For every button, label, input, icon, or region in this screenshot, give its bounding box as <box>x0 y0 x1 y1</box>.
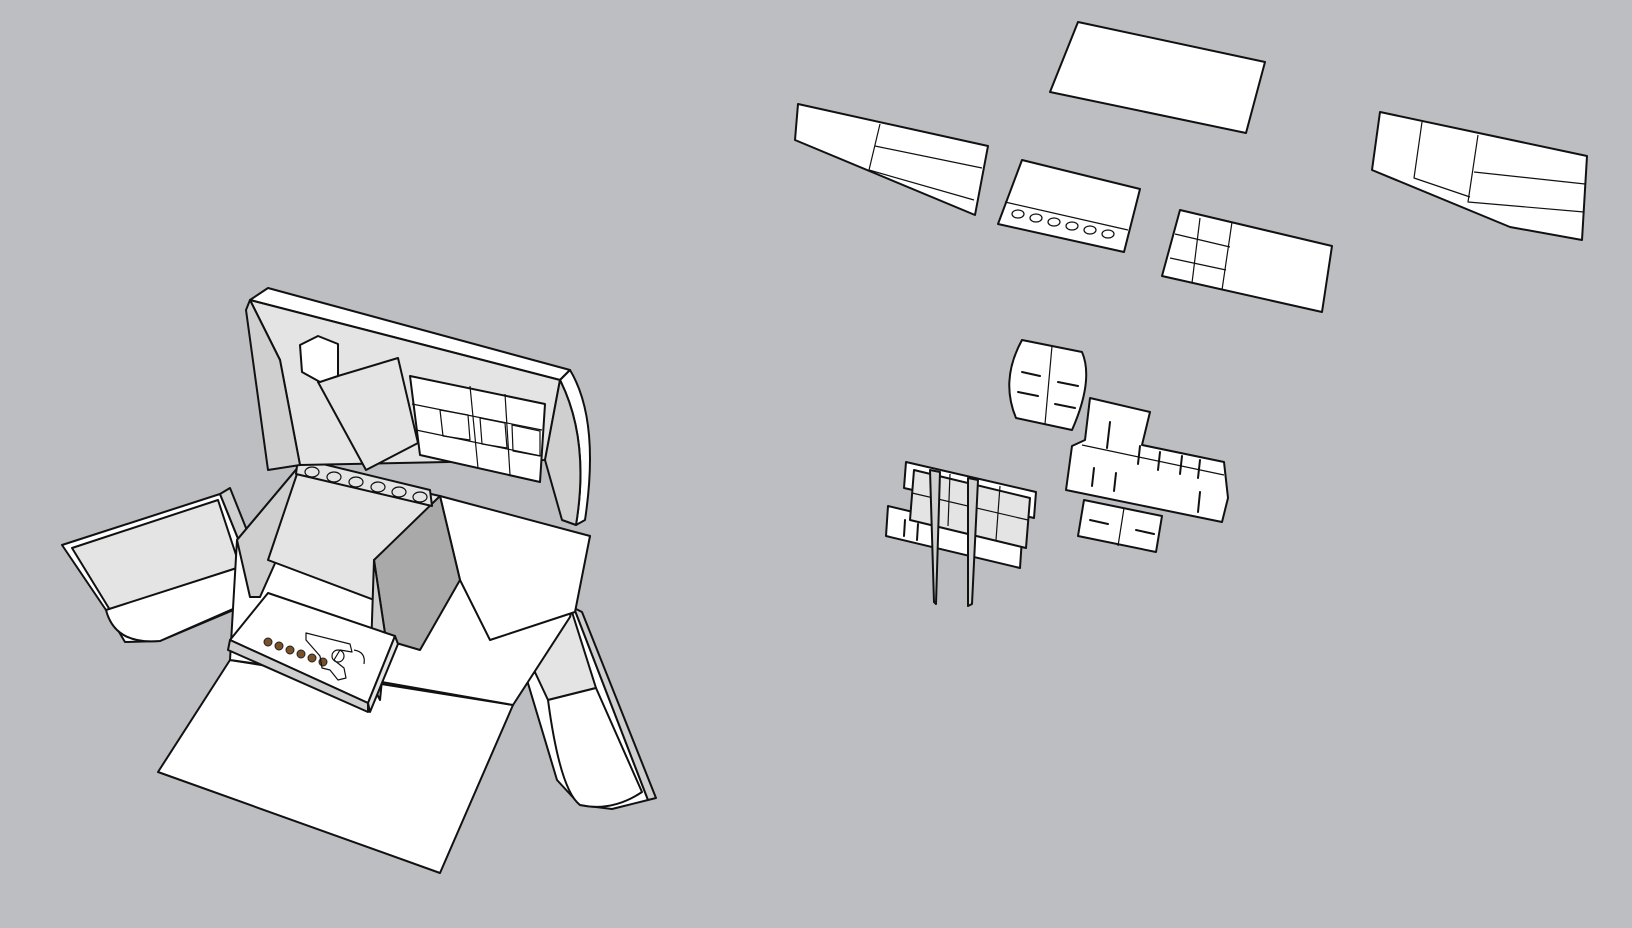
cartridge-holes <box>304 466 428 503</box>
raised-lid[interactable] <box>245 287 591 526</box>
left-side-part[interactable] <box>794 103 989 216</box>
bottom-panel-part[interactable] <box>1161 209 1333 313</box>
divider-long-piece[interactable] <box>1065 397 1229 523</box>
right-side-panel[interactable] <box>511 607 657 810</box>
cartridge-holder-strip[interactable] <box>295 457 433 507</box>
cartridge-row <box>263 637 328 667</box>
divider-piece-top[interactable] <box>1008 339 1088 431</box>
interlocking-divider-parts[interactable] <box>885 339 1229 607</box>
lid-cubby-grid[interactable] <box>409 375 546 483</box>
right-side-part[interactable] <box>1371 111 1588 241</box>
cartridge-panel-part[interactable] <box>997 159 1141 253</box>
flat-panel-parts[interactable] <box>794 21 1588 313</box>
lid-small-box[interactable] <box>299 335 339 383</box>
divider-small-piece[interactable] <box>1077 499 1163 553</box>
open-gun-case-assembly[interactable] <box>61 287 657 874</box>
revolver-model <box>305 632 365 681</box>
front-lid-panel[interactable] <box>157 659 514 874</box>
top-panel-part[interactable] <box>1049 21 1266 134</box>
revolver-tray[interactable] <box>227 592 399 713</box>
lid-inner-door[interactable] <box>317 357 419 471</box>
divider-grid-assembly[interactable] <box>885 461 1037 607</box>
